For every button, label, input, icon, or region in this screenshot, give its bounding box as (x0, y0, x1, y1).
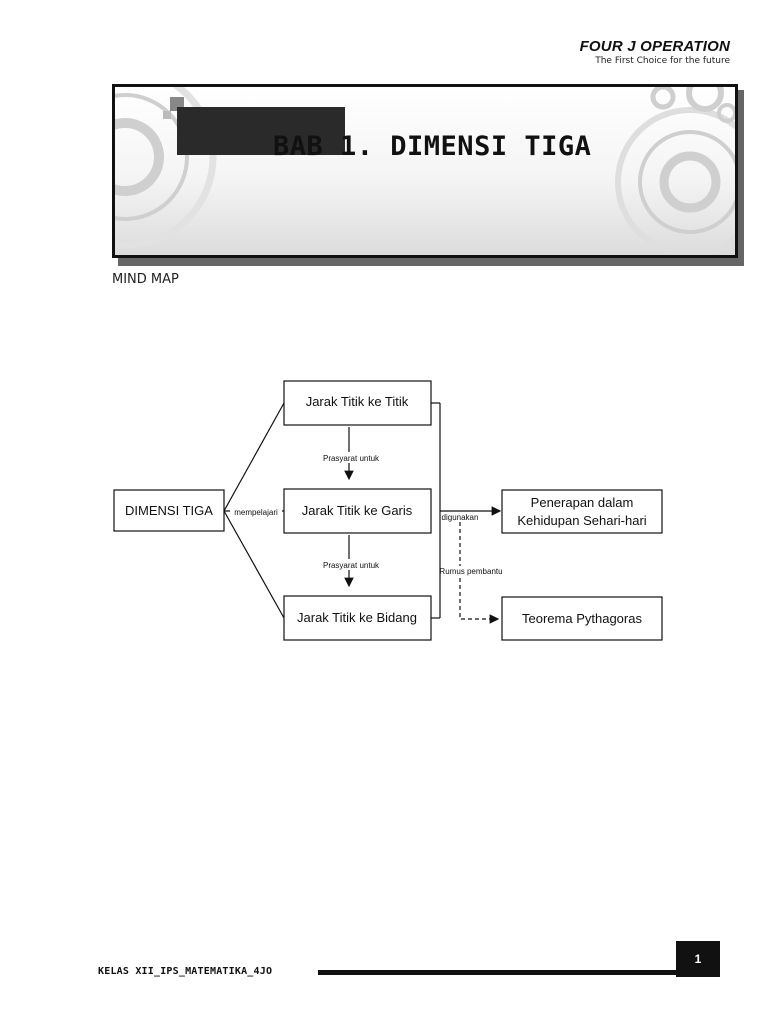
footer-course-label: KELAS XII_IPS_MATEMATIKA_4JO (98, 966, 273, 977)
prereq-label-1-bg (317, 452, 385, 463)
root-edge-label-bg (230, 506, 282, 516)
helper-edge-label: Rumus pembantu (439, 567, 502, 576)
application-edge-label: digunakan (442, 513, 479, 522)
brand-block: FOUR J OPERATION The First Choice for th… (580, 38, 730, 67)
banner-accent-bar (177, 107, 345, 155)
application-edge-label-bg (441, 512, 481, 522)
helper-node (501, 596, 663, 641)
topic-label-point-to-point: Jarak Titik ke Titik (306, 394, 409, 409)
prereq-label-2-bg (317, 559, 385, 570)
decorative-circles (115, 87, 735, 255)
topic-node-point-to-point (283, 380, 432, 426)
topic-label-point-to-plane: Jarak Titik ke Bidang (297, 610, 417, 625)
topic-label-point-to-line: Jarak Titik ke Garis (302, 503, 413, 518)
section-title: MIND MAP (112, 272, 179, 287)
chapter-banner: BAB 1. DIMENSI TIGA (112, 84, 738, 258)
root-edge-label: mempelajari (234, 508, 278, 517)
application-label-line2: Kehidupan Sehari-hari (517, 513, 646, 528)
topic-node-point-to-plane (283, 595, 432, 641)
application-node (501, 489, 663, 534)
chapter-title: BAB 1. DIMENSI TIGA (273, 131, 592, 162)
prereq-label-2: Prasyarat untuk (323, 561, 380, 570)
application-label-line1: Penerapan dalam (531, 495, 634, 510)
banner-accent-square-small (163, 111, 171, 119)
brand-name: FOUR J OPERATION (579, 38, 730, 55)
helper-arrow (459, 515, 500, 624)
helper-label: Teorema Pythagoras (522, 611, 642, 626)
root-node-label: DIMENSI TIGA (125, 503, 213, 518)
prereq-label-1: Prasyarat untuk (323, 454, 380, 463)
root-node (113, 489, 225, 532)
mind-map-diagram: DIMENSI TIGA Jarak Titik ke Titik Jarak … (113, 380, 663, 641)
page-number: 1 (676, 941, 720, 977)
footer-rule (318, 970, 720, 975)
topics-bracket (431, 402, 441, 619)
helper-edge-label-bg (441, 566, 501, 576)
topic-node-point-to-line (283, 488, 432, 534)
brand-tagline: The First Choice for the future (595, 56, 730, 66)
